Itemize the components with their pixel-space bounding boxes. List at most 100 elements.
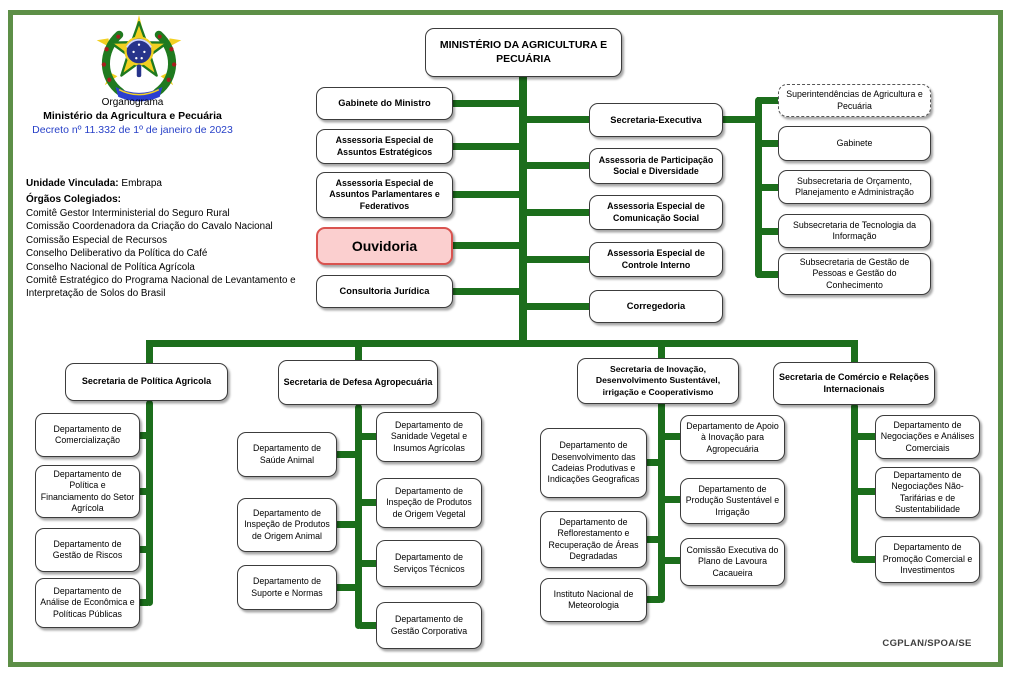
org-node-consultoria-juridica: Consultoria Jurídica [316,275,453,308]
org-node-assessoria-comunicacao-social: Assessoria Especial de Comunicação Socia… [589,195,723,230]
page-border [8,10,1003,667]
org-connector [360,433,378,440]
org-connector [721,116,762,123]
org-connector [658,340,665,360]
footer-signature: CGPLAN/SPOA/SE [882,638,972,649]
org-connector [448,143,523,150]
org-connector [757,228,779,235]
org-node-superintendencias: Superintendências de Agricultura e Pecuá… [778,84,931,117]
linked-unit-value: Embrapa [118,178,162,189]
org-node-dep-producao-sustentavel: Departamento de Produção Sustentável e I… [680,478,785,524]
org-connector [146,400,153,606]
brazil-coat-of-arms-icon [96,15,182,102]
collegiate-item: Conselho Deliberativo da Política do Caf… [26,248,208,260]
org-node-subsecretaria-orcamento: Subsecretaria de Orçamento, Planejamento… [778,170,931,204]
collegiate-item: Comitê Estratégico do Programa Nacional … [26,275,296,300]
org-node-dep-apoio-inovacao: Departamento de Apoio à Inovação para Ag… [680,415,785,461]
org-node-secretaria-inovacao: Secretaria de Inovação, Desenvolvimento … [577,358,739,404]
collegiate-item: Conselho Nacional de Política Agrícola [26,261,195,273]
org-node-dep-cadeias-produtivas: Departamento de Desenvolvimento das Cade… [540,428,647,498]
org-connector [856,488,877,495]
org-node-dep-negociacoes-analises: Departamento de Negociações e Análises C… [875,415,980,459]
collegiate-bodies-label: Órgãos Colegiados: [26,194,122,205]
org-node-instituto-meteorologia: Instituto Nacional de Meteorologia [540,578,647,622]
org-node-dep-servicos-tecnicos: Departamento de Serviços Técnicos [376,540,482,587]
org-node-assessoria-participacao-social: Assessoria de Participação Social e Dive… [589,148,723,184]
org-connector [334,521,357,528]
org-node-ministerio: MINISTÉRIO DA AGRICULTURA E PECUÁRIA [425,28,622,77]
org-connector [644,536,660,543]
org-connector [448,191,523,198]
org-connector [355,340,362,362]
org-node-assessoria-controle-interno: Assessoria Especial de Controle Interno [589,242,723,277]
org-connector [360,560,378,567]
org-connector [137,488,148,495]
org-connector [450,242,523,249]
org-connector [137,432,148,439]
org-node-ouvidoria: Ouvidoria [316,227,453,265]
org-node-gabinete: Gabinete [778,126,931,161]
decree-reference: Decreto nº 11.332 de 1º de janeiro de 20… [32,124,233,136]
org-node-dep-promocao-comercial: Departamento de Promoção Comercial e Inv… [875,536,980,583]
linked-unit-label: Unidade Vinculada: [26,178,119,189]
org-node-dep-inspecao-origem-vegetal: Departamento de Inspeção de Produtos de … [376,478,482,528]
org-connector [521,209,593,216]
org-connector [521,256,593,263]
org-connector [521,116,593,123]
org-node-corregedoria: Corregedoria [589,290,723,323]
org-connector [146,340,153,364]
org-connector [663,433,682,440]
org-node-secretaria-executiva: Secretaria-Executiva [589,103,723,137]
ministry-name: Ministério da Agricultura e Pecuária [43,110,222,122]
org-connector [663,557,682,564]
org-connector [856,433,877,440]
collegiate-bodies-list: Comitê Gestor Interministerial do Seguro… [26,207,308,301]
org-node-dep-analise-economica: Departamento de Análise de Econômica e P… [35,578,140,628]
org-node-dep-reflorestamento: Departamento de Reflorestamento e Recupe… [540,511,647,568]
org-node-dep-suporte-normas: Departamento de Suporte e Normas [237,565,337,610]
org-connector [334,451,357,458]
org-node-dep-politica-financiamento: Departamento de Política e Financiamento… [35,465,140,518]
linked-unit: Unidade Vinculada: Embrapa [26,178,311,189]
org-connector [757,271,779,278]
org-connector [521,162,593,169]
org-connector [757,140,779,147]
org-connector [521,303,593,310]
org-connector [360,622,378,629]
organogram-label: Organograma [101,97,164,108]
org-connector [644,596,660,603]
org-node-dep-saude-animal: Departamento de Saúde Animal [237,432,337,477]
org-node-dep-gestao-riscos: Departamento de Gestão de Riscos [35,528,140,572]
org-connector [355,404,362,629]
org-connector [856,556,877,563]
org-connector [851,403,858,563]
org-connector [137,546,148,553]
collegiate-item: Comissão Especial de Recursos [26,234,168,246]
org-node-dep-gestao-corporativa: Departamento de Gestão Corporativa [376,602,482,649]
org-node-comissao-lavoura-cacaueira: Comissão Executiva do Plano de Lavoura C… [680,538,785,586]
org-node-secretaria-defesa-agropecuaria: Secretaria de Defesa Agropecuária [278,360,438,405]
org-connector [360,499,378,506]
org-node-dep-sanidade-vegetal: Departamento de Sanidade Vegetal e Insum… [376,412,482,462]
org-connector [757,97,779,104]
org-node-assessoria-assuntos-parlamentares: Assessoria Especial de Assuntos Parlamen… [316,172,453,218]
org-connector [146,340,858,347]
org-node-secretaria-politica-agricola: Secretaria de Política Agricola [65,363,228,401]
org-node-gabinete-do-ministro: Gabinete do Ministro [316,87,453,120]
org-connector [658,400,665,603]
org-node-dep-inspecao-origem-animal: Departamento de Inspeção de Produtos de … [237,498,337,552]
org-connector [663,496,682,503]
org-connector [448,288,523,295]
org-connector [851,340,858,364]
org-node-dep-negociacoes-nao-tarifarias: Departamento de Negociações Não-Tarifári… [875,467,980,518]
collegiate-item: Comissão Coordenadora da Criação do Cava… [26,221,273,233]
org-node-subsecretaria-gestao-pessoas: Subsecretaria de Gestão de Pessoas e Ges… [778,253,931,295]
org-connector [137,599,148,606]
org-connector [644,459,660,466]
org-node-dep-comercializacao: Departamento de Comercialização [35,413,140,457]
org-connector [448,100,523,107]
collegiate-item: Comitê Gestor Interministerial do Seguro… [26,208,230,219]
org-node-assessoria-assuntos-estrategicos: Assessoria Especial de Assuntos Estratég… [316,129,453,164]
org-connector [334,584,357,591]
